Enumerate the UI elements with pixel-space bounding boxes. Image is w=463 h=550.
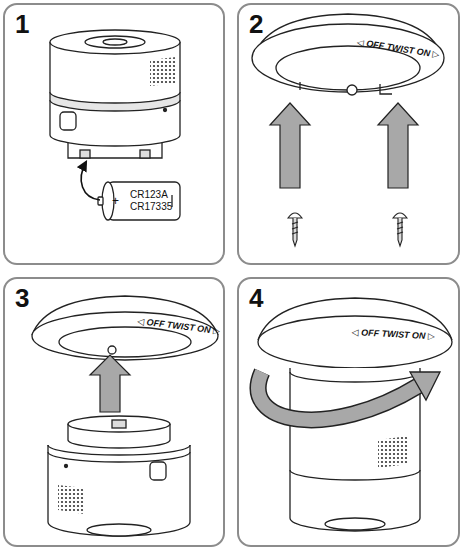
battery-marking: CR123A CR17335 bbox=[130, 189, 178, 213]
detector-body bbox=[50, 30, 180, 158]
detector-body-part bbox=[325, 518, 385, 530]
battery-marking: + bbox=[112, 195, 124, 207]
detector-body-part bbox=[87, 524, 151, 536]
detector-body-part bbox=[48, 452, 190, 462]
detector-body-part bbox=[164, 109, 167, 112]
screw-part bbox=[393, 213, 407, 218]
step-number: 1 bbox=[15, 9, 29, 39]
up-arrow bbox=[90, 355, 130, 412]
detector-body-part bbox=[50, 30, 180, 54]
twist-arrow bbox=[258, 372, 440, 420]
up-arrow bbox=[270, 103, 418, 188]
up-arrow-part bbox=[378, 103, 418, 188]
detector-body-part bbox=[68, 416, 170, 432]
twist-arrow-part bbox=[258, 372, 418, 420]
twist-arrow-part bbox=[258, 372, 418, 420]
battery-part bbox=[98, 197, 103, 205]
detector-body-part bbox=[48, 445, 190, 455]
up-arrow-part bbox=[270, 103, 310, 188]
detector-body-part bbox=[65, 465, 68, 468]
battery-part bbox=[108, 182, 180, 220]
detector-body-part bbox=[85, 36, 145, 48]
step-number: 3 bbox=[15, 283, 29, 313]
mounting-base bbox=[258, 298, 452, 368]
step-panel: 1 bbox=[3, 3, 225, 265]
detector-body-part bbox=[150, 462, 166, 480]
detector-body-part bbox=[112, 420, 126, 428]
step-panel: 3 bbox=[3, 277, 225, 547]
step-panel: 2 bbox=[237, 3, 460, 265]
mounting-base-part bbox=[258, 316, 452, 368]
battery bbox=[98, 182, 180, 220]
detector-body-part bbox=[80, 150, 90, 158]
detector-body-part bbox=[378, 436, 408, 468]
screw-part bbox=[397, 222, 403, 234]
screw-part bbox=[292, 222, 298, 234]
mounting-base-part bbox=[347, 85, 357, 95]
detector-body-part bbox=[290, 470, 420, 480]
step-panel: 4 bbox=[237, 277, 460, 547]
mounting-base-part bbox=[59, 327, 191, 357]
mounting-base-part bbox=[252, 24, 444, 92]
detector-body-part bbox=[58, 485, 84, 514]
mounting-base-part bbox=[32, 312, 218, 360]
detector-body-part bbox=[60, 112, 76, 130]
insert-arrow bbox=[81, 162, 100, 200]
detector-body-part bbox=[290, 372, 420, 382]
twist-arrow-part bbox=[410, 372, 440, 400]
mounting-base-part bbox=[299, 82, 300, 90]
screw-part bbox=[293, 218, 297, 246]
screw bbox=[288, 213, 407, 246]
detector-body-part bbox=[103, 39, 127, 45]
detector-body-part bbox=[48, 445, 190, 536]
screw-part bbox=[398, 218, 402, 246]
step-number: 2 bbox=[249, 9, 263, 39]
screw-part bbox=[288, 213, 302, 218]
step-number: 4 bbox=[249, 283, 263, 313]
detector-body-part bbox=[140, 150, 150, 158]
detector-body bbox=[48, 416, 190, 536]
mounting-base-part bbox=[380, 84, 392, 94]
mounting-base-part bbox=[108, 346, 116, 354]
detector-body-part bbox=[150, 57, 176, 86]
